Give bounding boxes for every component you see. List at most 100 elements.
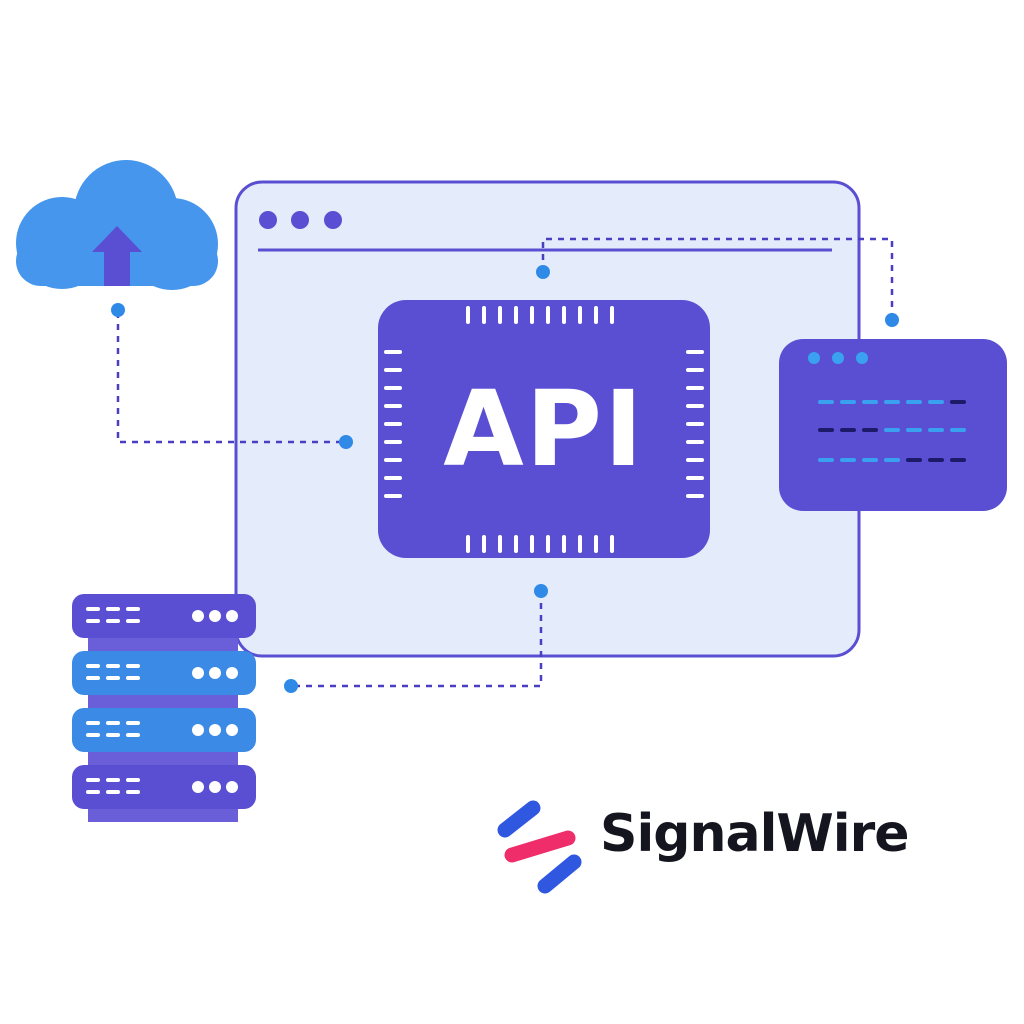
chip-pin xyxy=(514,535,518,553)
connector-dot-icon xyxy=(885,313,899,327)
code-dash xyxy=(818,428,834,432)
chip-pin xyxy=(384,368,402,372)
chip-pin xyxy=(384,494,402,498)
code-dash xyxy=(950,428,966,432)
chip-pin xyxy=(686,494,704,498)
server-status-dot-icon xyxy=(192,667,204,679)
connector-cloud-to-chip xyxy=(116,312,346,444)
chip-pin xyxy=(384,422,402,426)
chip-pin xyxy=(546,535,550,553)
server-led-bar xyxy=(106,721,120,725)
code-dash xyxy=(928,428,944,432)
chip-pin xyxy=(686,386,704,390)
chip-pin xyxy=(686,368,704,372)
chip-pin xyxy=(610,306,614,324)
chip-label: API xyxy=(443,368,645,490)
window-dot-icon xyxy=(291,211,309,229)
server-led-bar xyxy=(86,676,100,680)
server-led-bar xyxy=(86,733,100,737)
server-led-bar xyxy=(126,607,140,611)
window-dot-icon xyxy=(259,211,277,229)
server-unit xyxy=(72,651,256,695)
connector-dot-icon xyxy=(536,265,550,279)
code-dash xyxy=(906,428,922,432)
code-dash xyxy=(884,400,900,404)
server-status-dot-icon xyxy=(226,724,238,736)
code-panel-icon xyxy=(779,339,1007,511)
server-led-bar xyxy=(126,676,140,680)
chip-pin xyxy=(384,350,402,354)
chip-pin xyxy=(562,535,566,553)
server-status-dot-icon xyxy=(192,781,204,793)
chip-pin xyxy=(384,458,402,462)
server-status-dot-icon xyxy=(209,610,221,622)
signalwire-logo-icon xyxy=(497,800,582,894)
code-dash xyxy=(928,400,944,404)
server-led-bar xyxy=(86,721,100,725)
server-status-dot-icon xyxy=(209,781,221,793)
server-led-bar xyxy=(106,607,120,611)
server-led-bar xyxy=(86,790,100,794)
chip-pin xyxy=(530,306,534,324)
server-led-bar xyxy=(126,733,140,737)
server-status-dot-icon xyxy=(226,781,238,793)
server-status-dot-icon xyxy=(226,610,238,622)
chip-pin xyxy=(578,535,582,553)
chip-pin xyxy=(384,404,402,408)
server-unit xyxy=(72,765,256,809)
server-status-dot-icon xyxy=(209,724,221,736)
code-dash xyxy=(884,428,900,432)
server-led-bar xyxy=(106,676,120,680)
code-dash xyxy=(862,428,878,432)
server-status-dot-icon xyxy=(192,724,204,736)
code-dash xyxy=(840,458,856,462)
connector-dot-icon xyxy=(534,584,548,598)
server-led-bar xyxy=(106,619,120,623)
server-led-bar xyxy=(86,778,100,782)
chip-pin xyxy=(594,306,598,324)
panel-dot-icon xyxy=(856,352,868,364)
brand-name: SignalWire xyxy=(600,804,910,864)
connector-dot-icon xyxy=(339,435,353,449)
upload-arrow-icon xyxy=(92,226,142,286)
connector-dot-icon xyxy=(284,679,298,693)
server-led-bar xyxy=(126,664,140,668)
chip-pin xyxy=(686,422,704,426)
chip-pin xyxy=(482,306,486,324)
chip-pin xyxy=(562,306,566,324)
server-led-bar xyxy=(106,790,120,794)
server-led-bar xyxy=(106,778,120,782)
chip-pin xyxy=(686,404,704,408)
chip-pin xyxy=(514,306,518,324)
chip-pin xyxy=(546,306,550,324)
chip-pin xyxy=(530,535,534,553)
chip-pin xyxy=(384,440,402,444)
chip-pin xyxy=(498,535,502,553)
code-dash xyxy=(862,458,878,462)
chip-pin xyxy=(686,458,704,462)
connector-dots xyxy=(111,265,899,693)
chip-pin xyxy=(384,476,402,480)
server-led-bar xyxy=(86,607,100,611)
chip-pin xyxy=(384,386,402,390)
server-led-bar xyxy=(126,721,140,725)
code-dash xyxy=(818,458,834,462)
chip-pin xyxy=(686,440,704,444)
chip-pin xyxy=(686,476,704,480)
chip-pin xyxy=(594,535,598,553)
server-status-dot-icon xyxy=(192,610,204,622)
chip-pin xyxy=(686,350,704,354)
chip-pin xyxy=(466,306,470,324)
chip-pin xyxy=(482,535,486,553)
code-dash xyxy=(906,400,922,404)
code-dash xyxy=(840,428,856,432)
chip-pin xyxy=(578,306,582,324)
code-dash xyxy=(818,400,834,404)
code-dash xyxy=(884,458,900,462)
code-dash xyxy=(906,458,922,462)
connector-lines xyxy=(116,237,894,688)
code-dash xyxy=(950,458,966,462)
server-led-bar xyxy=(126,778,140,782)
